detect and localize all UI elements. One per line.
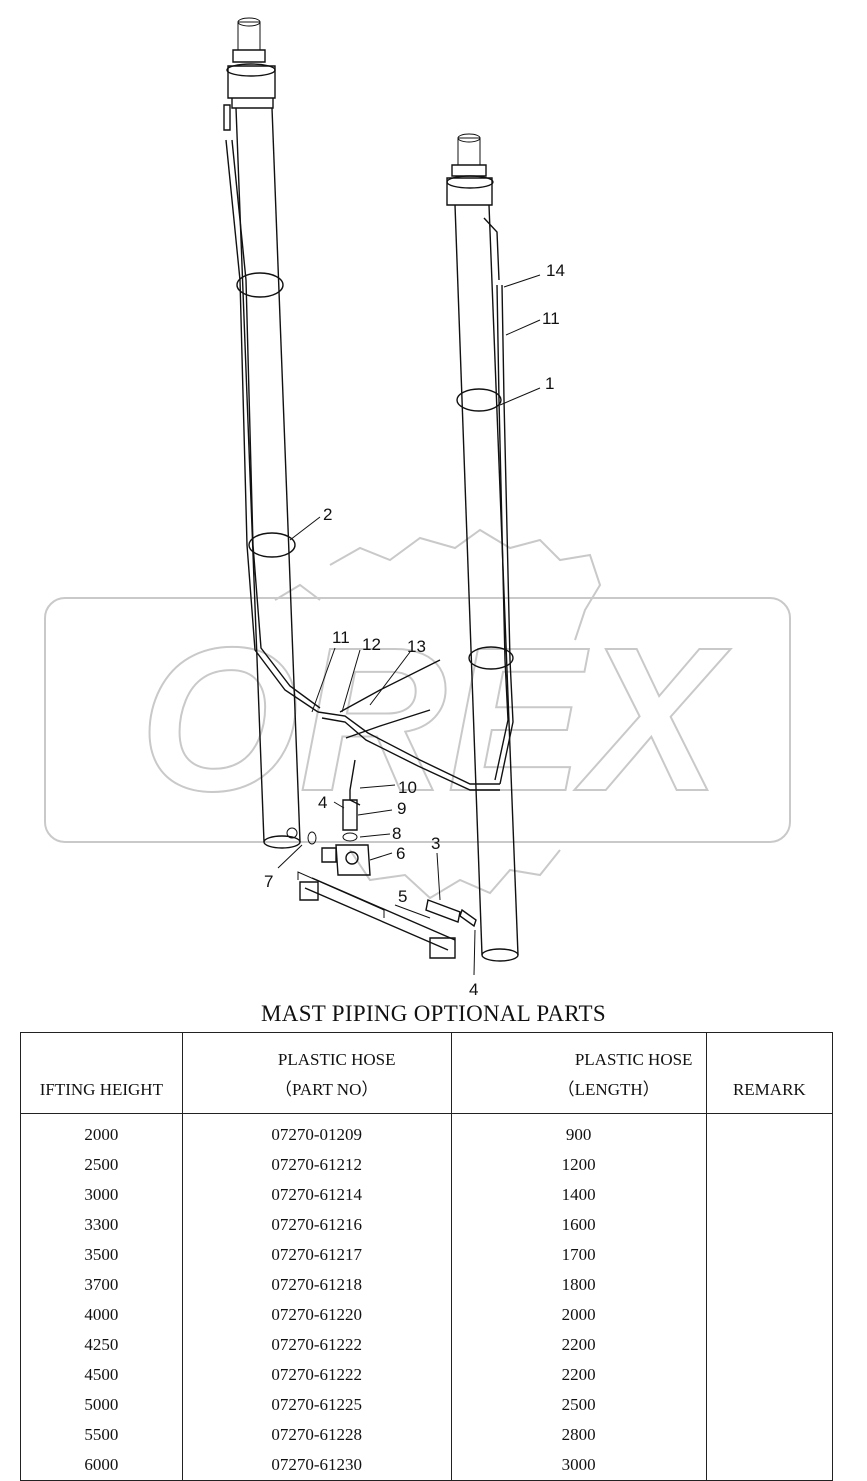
callout-10: 10 — [398, 778, 417, 797]
cell-remark — [705, 1150, 834, 1180]
hoses-and-fittings — [299, 659, 500, 959]
watermark-gear — [44, 528, 791, 900]
callout-8: 8 — [392, 824, 401, 843]
table-header-row: IFTING HEIGHT PLASTIC HOSE （PART NO） PLA… — [20, 1032, 834, 1114]
header-part-no: PLASTIC HOSE （PART NO） — [181, 1032, 452, 1114]
callout-12: 12 — [362, 635, 381, 654]
callout-numbers: 14 11 1 2 11 12 13 10 4 9 8 6 3 7 5 4 — [264, 261, 565, 999]
left-cylinder — [223, 17, 321, 849]
cell-length: 1700 — [450, 1240, 707, 1270]
cell-lifting-height: 3500 — [20, 1240, 183, 1270]
cell-remark — [705, 1180, 834, 1210]
mast-piping-diagram: OREX — [44, 17, 791, 999]
cell-length: 1200 — [450, 1150, 707, 1180]
cell-length: 2200 — [450, 1330, 707, 1360]
cell-lifting-height: 5000 — [20, 1390, 183, 1420]
cell-lifting-height: 2000 — [20, 1113, 183, 1150]
cell-lifting-height: 2500 — [20, 1150, 183, 1180]
parts-table: IFTING HEIGHT PLASTIC HOSE （PART NO） PLA… — [20, 1032, 834, 1481]
cell-remark — [705, 1300, 834, 1330]
cell-part-no: 07270-61216 — [181, 1210, 452, 1240]
cell-lifting-height: 6000 — [20, 1450, 183, 1481]
callout-5: 5 — [398, 887, 407, 906]
svg-text:OREX: OREX — [140, 605, 731, 834]
cell-part-no: 07270-61217 — [181, 1240, 452, 1270]
callout-4-upper: 4 — [318, 793, 327, 812]
cell-remark — [705, 1210, 834, 1240]
watermark-text: OREX — [139, 604, 732, 835]
cell-part-no: 07270-61222 — [181, 1330, 452, 1360]
callout-2: 2 — [323, 505, 332, 524]
cell-lifting-height: 3000 — [20, 1180, 183, 1210]
cell-lifting-height: 3300 — [20, 1210, 183, 1240]
callout-6: 6 — [396, 844, 405, 863]
callout-3: 3 — [431, 834, 440, 853]
cell-part-no: 07270-61225 — [181, 1390, 452, 1420]
callout-14: 14 — [546, 261, 565, 280]
cell-lifting-height: 4000 — [20, 1300, 183, 1330]
cell-remark — [705, 1113, 834, 1150]
cell-lifting-height: 5500 — [20, 1420, 183, 1450]
cell-length: 2000 — [450, 1300, 707, 1330]
cell-remark — [705, 1420, 834, 1450]
cell-length: 2800 — [450, 1420, 707, 1450]
cell-part-no: 07270-61222 — [181, 1360, 452, 1390]
cell-remark — [705, 1390, 834, 1420]
cell-lifting-height: 3700 — [20, 1270, 183, 1300]
callout-1: 1 — [545, 374, 554, 393]
header-length: PLASTIC HOSE （LENGTH） — [450, 1032, 707, 1114]
cell-part-no: 07270-61220 — [181, 1300, 452, 1330]
cell-lifting-height: 4250 — [20, 1330, 183, 1360]
cell-lifting-height: 4500 — [20, 1360, 183, 1390]
cell-length: 2500 — [450, 1390, 707, 1420]
cell-remark — [705, 1330, 834, 1360]
right-cylinder — [446, 133, 519, 962]
header-lifting-height: IFTING HEIGHT — [20, 1032, 183, 1114]
cell-length: 900 — [450, 1113, 707, 1150]
cell-remark — [705, 1240, 834, 1270]
cell-length: 3000 — [450, 1450, 707, 1481]
callout-7: 7 — [264, 872, 273, 891]
page-title: MAST PIPING OPTIONAL PARTS — [261, 1001, 606, 1026]
cell-part-no: 07270-61230 — [181, 1450, 452, 1481]
callout-11-lower: 11 — [332, 628, 350, 647]
cell-length: 1400 — [450, 1180, 707, 1210]
cell-length: 1600 — [450, 1210, 707, 1240]
cell-part-no: 07270-61218 — [181, 1270, 452, 1300]
header-remark: REMARK — [705, 1032, 834, 1114]
callout-9: 9 — [397, 799, 406, 818]
leader-lines — [277, 274, 541, 976]
cell-remark — [705, 1360, 834, 1390]
cell-remark — [705, 1450, 834, 1481]
cell-part-no: 07270-61214 — [181, 1180, 452, 1210]
cell-part-no: 07270-61228 — [181, 1420, 452, 1450]
cell-part-no: 07270-61212 — [181, 1150, 452, 1180]
cell-length: 2200 — [450, 1360, 707, 1390]
cell-length: 1800 — [450, 1270, 707, 1300]
callout-4-lower: 4 — [469, 980, 478, 999]
cell-remark — [705, 1270, 834, 1300]
callout-11-upper: 11 — [542, 309, 560, 328]
cell-part-no: 07270-01209 — [181, 1113, 452, 1150]
callout-13: 13 — [407, 637, 426, 656]
